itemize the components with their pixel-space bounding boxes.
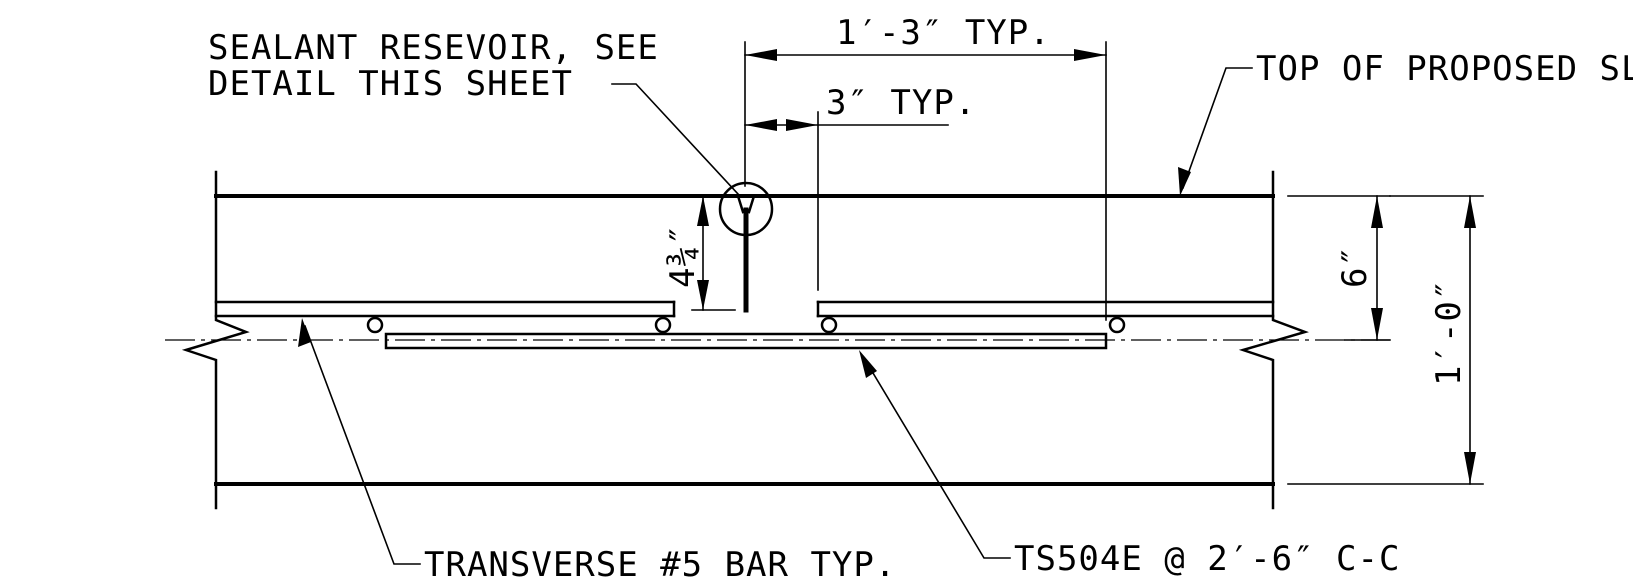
leader-transverse-arrow <box>298 318 311 347</box>
dim-slab-depth: 1′-0″ <box>1287 195 1484 485</box>
detail-callout-circle <box>718 181 774 237</box>
reservoir-groove <box>736 194 756 214</box>
top-slab-label: TOP OF PROPOSED SLAB <box>1256 49 1633 89</box>
leader-top-slab-line <box>1181 67 1253 190</box>
slab-left-edge-break <box>181 170 250 510</box>
sealant-label-line2: DETAIL THIS SHEET <box>208 64 573 104</box>
dim-slab-label: 1′-0″ <box>1429 279 1469 386</box>
dim-groove-arrow-bottom <box>697 280 709 310</box>
transverse-bars <box>366 316 1126 334</box>
sealant-label-line1: SEALANT RESEVOIR, SEE <box>208 28 659 68</box>
top-reinforcement <box>214 300 1275 318</box>
dim-half-depth: 6″ <box>1287 195 1391 341</box>
transverse-bar-3 <box>820 316 838 334</box>
leader-transverse-line <box>303 324 421 565</box>
transverse-bar-2 <box>654 316 672 334</box>
leader-tie-bar-line <box>862 356 1011 559</box>
slab-outline <box>181 170 1309 510</box>
leader-top-slab-arrow <box>1178 167 1191 196</box>
leader-sealant: SEALANT RESEVOIR, SEE DETAIL THIS SHEET <box>208 28 740 196</box>
dim-spacing: 1′-3″ TYP. <box>744 13 1107 321</box>
leader-tie-bar-arrow <box>859 350 877 378</box>
dim-offset-arrow-right <box>786 119 818 131</box>
dim-spacing-label: 1′-3″ TYP. <box>836 13 1051 53</box>
dim-offset: 3″ TYP. <box>744 83 976 291</box>
dim-half-arrow-top <box>1371 196 1383 228</box>
leader-sealant-line <box>611 83 740 196</box>
tie-bar <box>384 332 1108 350</box>
transverse-bar-1 <box>366 316 384 334</box>
leader-tie-bar: TS504E @ 2′-6″ C-C <box>859 350 1400 579</box>
dim-spacing-arrow-right <box>1074 49 1106 61</box>
transverse-bar-4 <box>1108 316 1126 334</box>
dim-half-arrow-bottom <box>1371 308 1383 340</box>
leader-top-slab: TOP OF PROPOSED SLAB <box>1178 49 1633 196</box>
dim-offset-arrow-left <box>745 119 777 131</box>
dim-slab-arrow-bottom <box>1464 452 1476 484</box>
slab-right-edge-break <box>1238 170 1309 510</box>
dim-groove-label: 4¾″ <box>663 224 703 288</box>
dim-groove-arrow-top <box>697 196 709 226</box>
dim-groove-depth: 4¾″ <box>663 195 736 311</box>
dim-spacing-arrow-left <box>745 49 777 61</box>
leader-transverse: TRANSVERSE #5 BAR TYP. <box>298 318 896 585</box>
sealant-reservoir <box>718 181 774 313</box>
dim-slab-arrow-top <box>1464 196 1476 228</box>
tie-bar-label: TS504E @ 2′-6″ C-C <box>1014 539 1400 579</box>
dim-offset-label: 3″ TYP. <box>826 83 976 123</box>
dim-half-label: 6″ <box>1335 245 1375 288</box>
transverse-bar-label: TRANSVERSE #5 BAR TYP. <box>424 545 896 585</box>
